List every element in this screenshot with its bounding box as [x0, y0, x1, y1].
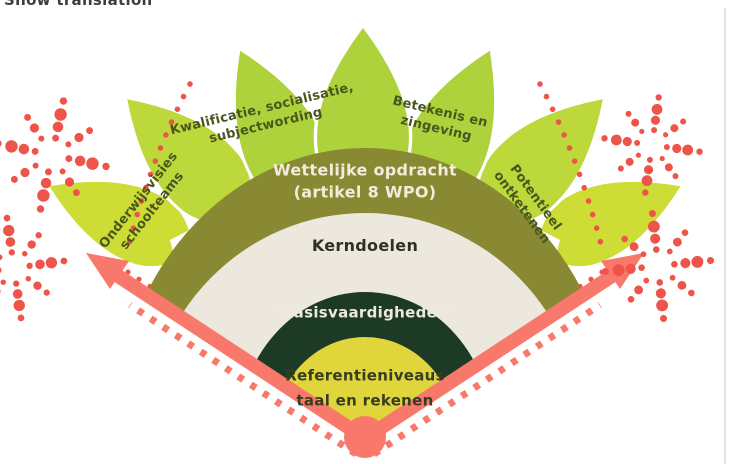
arrow-teeth-right: [372, 302, 602, 457]
fan-bands: [113, 148, 617, 437]
arrow-teeth-left: [128, 302, 358, 457]
band-basic-skills-arc: [237, 292, 493, 437]
v-arrows: [86, 253, 644, 458]
show-translation-button[interactable]: Show translation: [4, 0, 153, 9]
growth-arrow-left: [108, 266, 376, 449]
panel-right-border: [724, 8, 726, 464]
vertex-circle: [344, 416, 386, 458]
arrowhead-left-icon: [86, 253, 129, 289]
band-core-goals-arc: [146, 213, 584, 437]
band-reference-levels-arc: [273, 337, 457, 437]
dotted-trail-right: [537, 81, 606, 255]
band-label-wettelijke-opdracht: Wettelijke opdracht (artikel 8 WPO): [273, 160, 457, 202]
band-label-kerndoelen: Kerndoelen: [311, 235, 419, 255]
growth-arrow-right: [354, 266, 622, 449]
starburst-icon: [0, 207, 75, 329]
band-label-basisvaardigheden: “Basisvaardigheden”: [271, 303, 459, 322]
dotted-trail-left: [124, 81, 193, 255]
band-label-referentieniveaus: Referentieniveaus taal en rekenen: [285, 366, 445, 409]
